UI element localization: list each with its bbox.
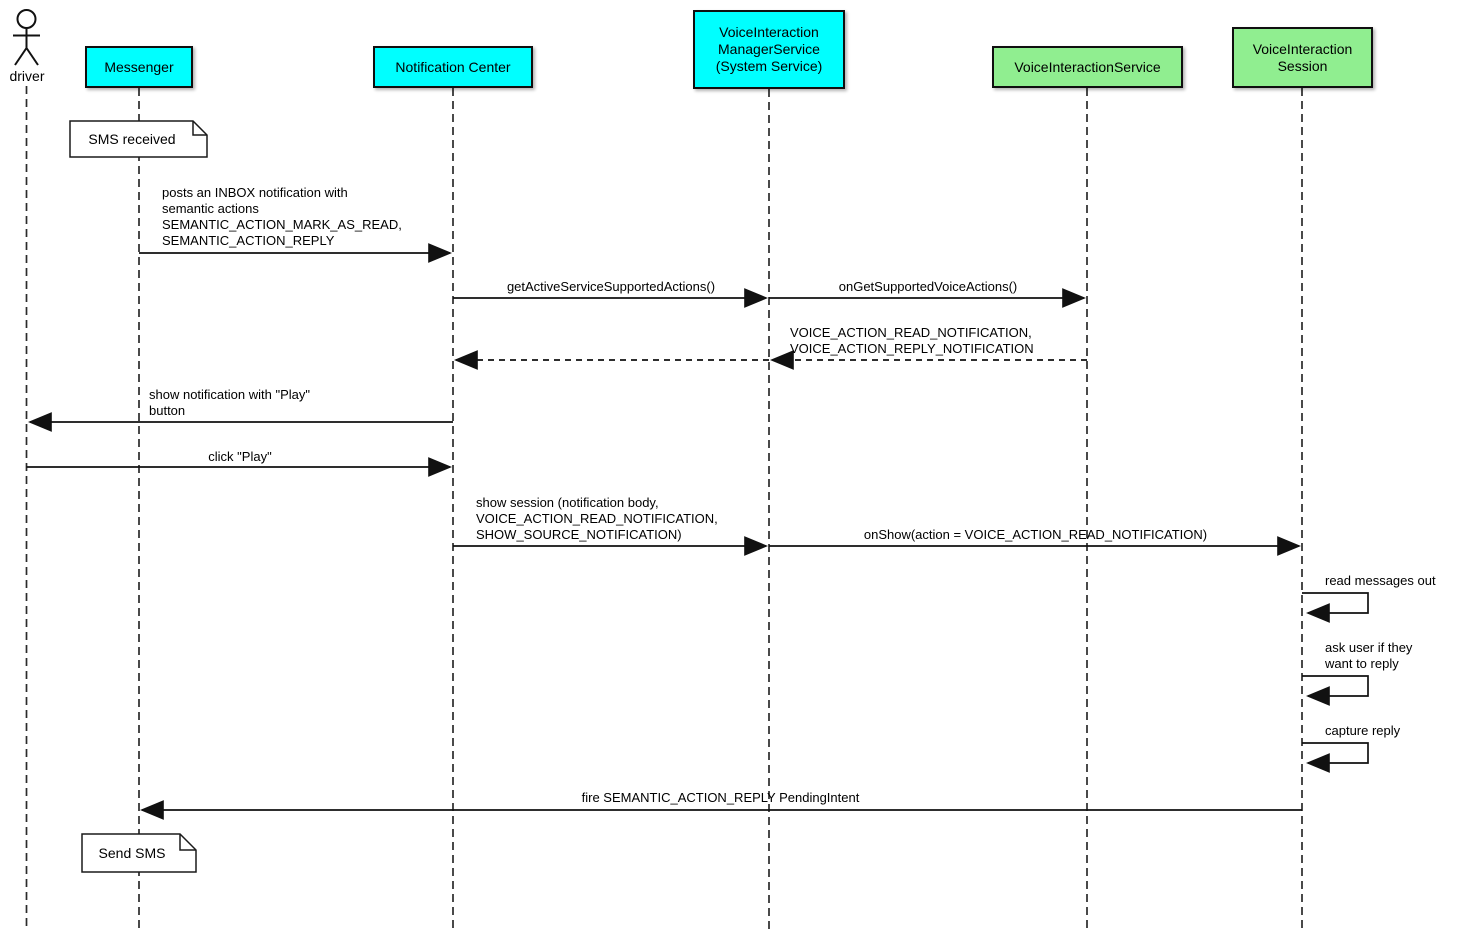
message-on-get-supported-voice-actions: onGetSupportedVoiceActions() bbox=[838, 279, 1018, 294]
note-sms-received: SMS received bbox=[88, 131, 176, 147]
participant-messenger: Messenger bbox=[85, 46, 193, 88]
participant-voiceinteraction-session-label: VoiceInteraction Session bbox=[1252, 40, 1353, 74]
message-capture-reply: capture reply bbox=[1325, 723, 1401, 738]
message-ask-user-reply: ask user if they want to reply bbox=[1325, 640, 1413, 671]
actor-driver-label: driver bbox=[9, 68, 45, 84]
note-send-sms: Send SMS bbox=[98, 845, 166, 861]
participant-voiceinteraction-managerservice-label: VoiceInteraction ManagerService (System … bbox=[715, 24, 823, 74]
message-posts-inbox-notification: posts an INBOX notification with semanti… bbox=[162, 185, 402, 248]
actor-driver-icon bbox=[13, 9, 40, 66]
participant-notification-center: Notification Center bbox=[373, 46, 533, 88]
selfloop-read-messages-out bbox=[1302, 592, 1369, 623]
participant-voiceinteractionservice-label: VoiceInteractionService bbox=[1014, 58, 1161, 75]
note-sms-received-fold bbox=[192, 121, 207, 136]
message-read-messages-out: read messages out bbox=[1325, 573, 1436, 588]
message-get-active-service-supported-actions: getActiveServiceSupportedActions() bbox=[506, 279, 716, 294]
message-return-voice-actions: VOICE_ACTION_READ_NOTIFICATION, VOICE_AC… bbox=[790, 325, 1034, 356]
participant-notification-center-label: Notification Center bbox=[395, 58, 511, 75]
selfloop-ask-user-reply bbox=[1302, 675, 1369, 706]
message-show-session: show session (notification body, VOICE_A… bbox=[476, 495, 718, 542]
participant-messenger-label: Messenger bbox=[104, 58, 174, 75]
message-fire-semantic-action-reply: fire SEMANTIC_ACTION_REPLY PendingIntent bbox=[581, 790, 860, 805]
participant-voiceinteraction-session: VoiceInteraction Session bbox=[1232, 27, 1373, 88]
message-click-play: click "Play" bbox=[208, 449, 272, 464]
note-send-sms-shape bbox=[81, 833, 197, 873]
note-send-sms-fold bbox=[179, 834, 196, 851]
participant-voiceinteractionservice: VoiceInteractionService bbox=[992, 46, 1183, 88]
message-show-notification-play: show notification with "Play" button bbox=[149, 387, 310, 418]
message-on-show: onShow(action = VOICE_ACTION_READ_NOTIFI… bbox=[863, 527, 1208, 542]
participant-voiceinteraction-managerservice: VoiceInteraction ManagerService (System … bbox=[693, 10, 845, 89]
selfloop-capture-reply bbox=[1302, 742, 1369, 773]
note-sms-received-shape bbox=[69, 120, 208, 158]
